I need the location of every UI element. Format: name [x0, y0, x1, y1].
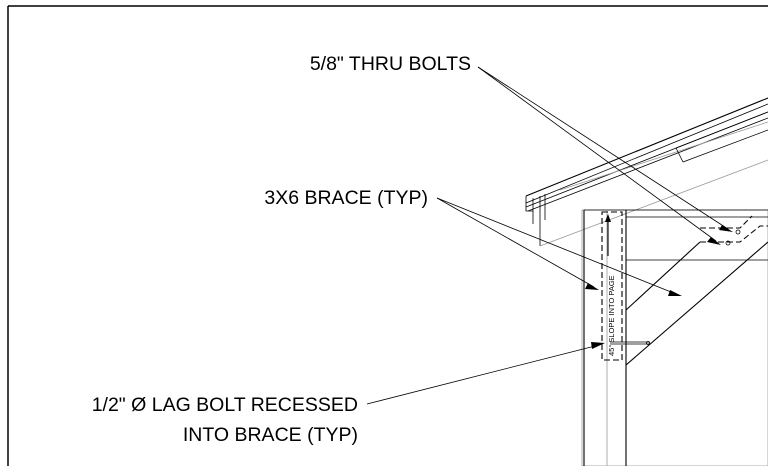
brace-leader [436, 197, 682, 296]
slope-note: 45° SLOPE INTO PAGE [607, 275, 616, 356]
callout-brace: 3X6 BRACE (TYP) [264, 187, 428, 209]
sheet-border [7, 5, 768, 466]
callout-lag-bolt-line2: INTO BRACE (TYP) [183, 424, 358, 446]
thru-bolts-leader [477, 66, 733, 245]
lag-bolt: 45° SLOPE INTO PAGE [601, 211, 650, 361]
lag-bolt-leader [366, 342, 605, 405]
callout-lag-bolt-line1: 1/2" Ø LAG BOLT RECESSED [92, 394, 358, 416]
thru-bolt-heads [725, 229, 741, 246]
roof-assembly [525, 97, 768, 247]
callout-thru-bolts: 5/8" THRU BOLTS [310, 53, 471, 75]
knee-brace [625, 215, 768, 366]
post-and-beam [581, 209, 768, 466]
